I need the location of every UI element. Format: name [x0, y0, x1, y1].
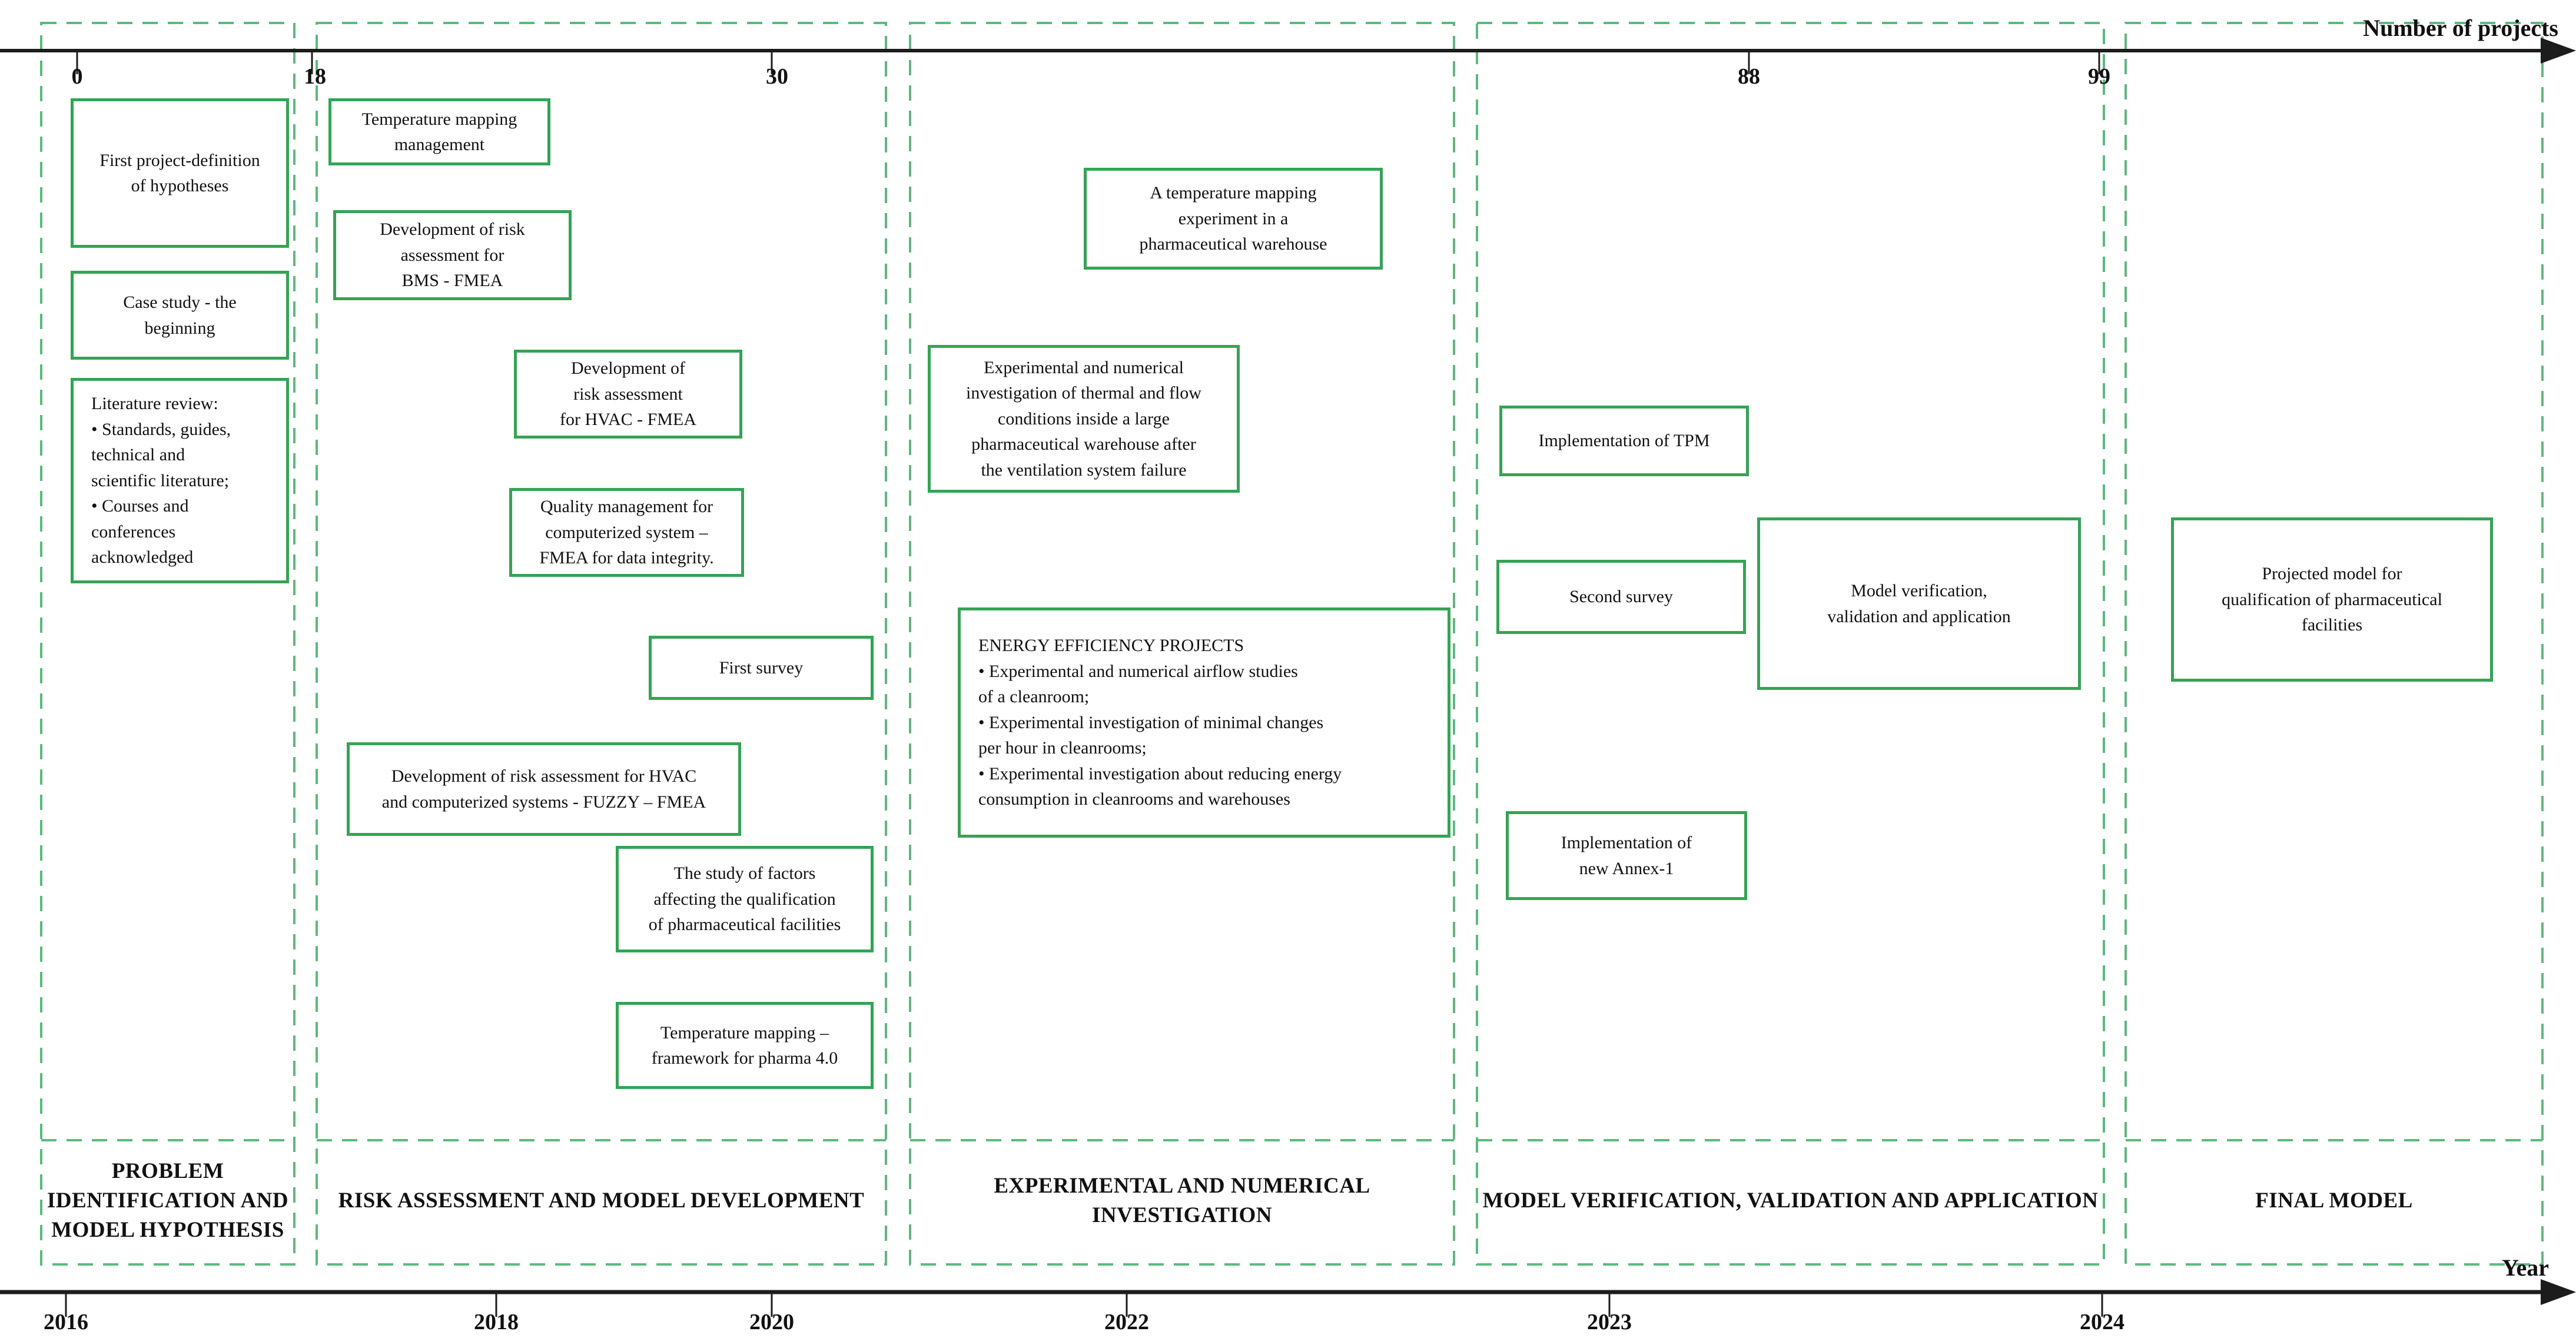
box-framework-pharma-40: Temperature mapping – framework for phar… [616, 1002, 874, 1089]
phase-final-model: FINAL MODEL [2255, 1188, 2413, 1213]
box-fuzzy-fmea: Development of risk assessment for HVAC … [347, 742, 741, 836]
box-first-survey: First survey [649, 636, 874, 700]
box-implementation-tpm: Implementation of TPM [1499, 406, 1749, 476]
phase-problem-identification: PROBLEM IDENTIFICATION AND MODEL HYPOTHE… [47, 1159, 289, 1242]
box-model-verification-validation: Model verification, validation and appli… [1757, 517, 2081, 690]
box-risk-assessment-hvac-fmea: Development of risk assessment for HVAC … [514, 350, 742, 439]
box-ventilation-failure-investigation: Experimental and numerical investigation… [928, 345, 1240, 493]
box-temperature-mapping-management: Temperature mapping management [328, 98, 550, 165]
bottom-axis-title: Year [2502, 1254, 2549, 1281]
top-tick-30: 30 [766, 64, 788, 89]
year-tick-2022: 2022 [1104, 1310, 1149, 1334]
year-tick-2018: 2018 [474, 1310, 519, 1334]
year-tick-2020: 2020 [749, 1310, 794, 1334]
year-tick-2023: 2023 [1587, 1310, 1632, 1334]
top-tick-99: 99 [2088, 64, 2110, 89]
box-first-project-definition: First project-definition of hypotheses [71, 98, 289, 248]
box-literature-review: Literature review: • Standards, guides, … [71, 378, 289, 583]
bottom-axis-arrow [2541, 1279, 2576, 1305]
top-tick-18: 18 [304, 64, 326, 89]
phase-model-verification: MODEL VERIFICATION, VALIDATION AND APPLI… [1482, 1188, 2099, 1213]
year-tick-2016: 2016 [44, 1310, 88, 1334]
top-axis [0, 49, 2544, 74]
top-tick-0: 0 [71, 64, 83, 89]
box-case-study-beginning: Case study - the beginning [71, 271, 289, 360]
phase-experimental-investigation: EXPERIMENTAL AND NUMERICAL INVESTIGATION [994, 1174, 1370, 1227]
top-tick-88: 88 [1738, 64, 1760, 89]
box-study-of-factors: The study of factors affecting the quali… [616, 846, 874, 952]
bottom-axis [0, 1290, 2544, 1317]
box-quality-management-data-integrity: Quality management for computerized syst… [509, 488, 744, 577]
top-axis-arrow [2541, 38, 2576, 64]
phase-column-borders [40, 22, 2544, 1266]
box-temperature-mapping-experiment: A temperature mapping experiment in a ph… [1084, 168, 1383, 270]
box-projected-model: Projected model for qualification of pha… [2171, 517, 2493, 682]
phase-risk-assessment: RISK ASSESSMENT AND MODEL DEVELOPMENT [338, 1188, 865, 1213]
box-risk-assessment-bms-fmea: Development of risk assessment for BMS -… [333, 210, 572, 300]
year-tick-2024: 2024 [2080, 1310, 2124, 1334]
top-axis-title: Number of projects [2363, 15, 2558, 41]
box-energy-efficiency-projects: ENERGY EFFICIENCY PROJECTS • Experimenta… [958, 607, 1450, 838]
box-second-survey: Second survey [1496, 560, 1746, 634]
box-implementation-annex-1: Implementation of new Annex-1 [1506, 811, 1747, 900]
